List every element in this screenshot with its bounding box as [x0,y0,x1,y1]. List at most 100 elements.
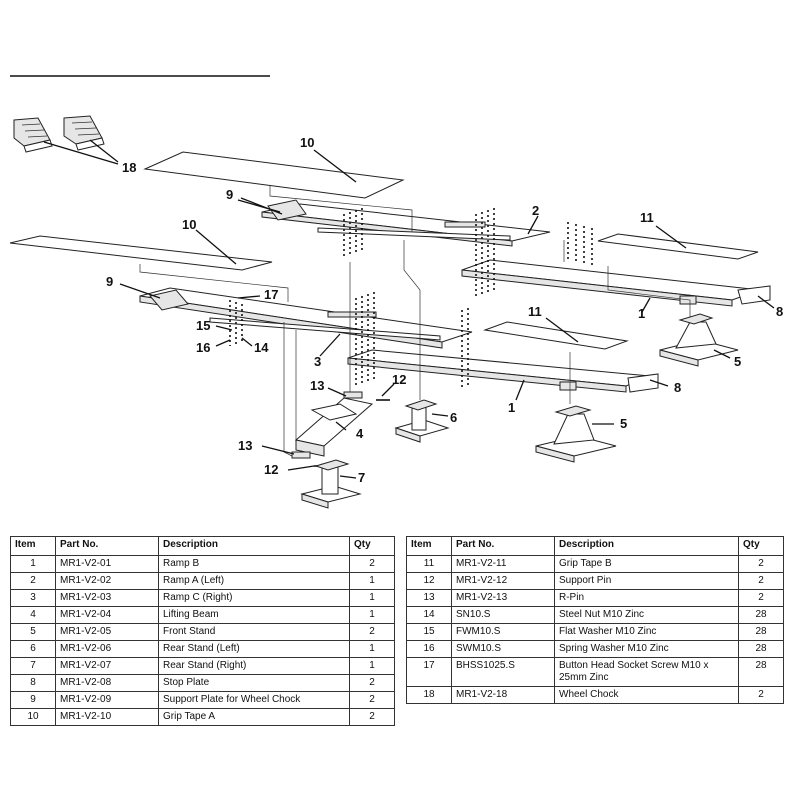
item-cell: 7 [10,657,56,675]
grip-tape-a-upper [143,151,405,199]
callout-10-lower: 10 [182,217,196,232]
callout-labels: 18 10 9 2 11 10 9 17 1 8 11 15 16 14 5 3… [106,135,783,485]
ramp-b-lower [347,349,659,393]
ramp-b-upper [461,259,771,307]
description-cell: R-Pin [554,589,739,607]
description-cell: Rear Stand (Left) [158,640,350,658]
callout-15: 15 [196,318,210,333]
item-cell: 4 [10,606,56,624]
callout-18: 18 [122,160,136,175]
part-no-cell: SWM10.S [451,640,555,658]
description-cell: Grip Tape A [158,708,350,726]
col-part-no-header: Part No. [55,536,159,556]
qty-cell: 2 [349,674,395,692]
ramp-c-right [139,287,473,349]
item-cell: 18 [406,686,452,704]
item-cell: 5 [10,623,56,641]
description-cell: Support Plate for Wheel Chock [158,691,350,709]
callout-13-upper: 13 [310,378,324,393]
callout-12-upper: 12 [392,372,406,387]
callout-5-upper: 5 [734,354,741,369]
description-cell: Flat Washer M10 Zinc [554,623,739,641]
item-cell: 6 [10,640,56,658]
table-header-row: Item Part No. Description Qty [406,536,784,556]
callout-8-upper: 8 [776,304,783,319]
qty-cell: 28 [738,640,784,658]
part-no-cell: MR1-V2-13 [451,589,555,607]
exploded-assembly-diagram: 18 10 9 2 11 10 9 17 1 8 11 15 16 14 5 3… [9,75,783,509]
qty-cell: 1 [349,606,395,624]
description-cell: Stop Plate [158,674,350,692]
callout-11-upper: 11 [640,210,654,225]
description-cell: Steel Nut M10 Zinc [554,606,739,624]
col-part-no-header: Part No. [451,536,555,556]
callout-13-lower: 13 [238,438,252,453]
part-no-cell: BHSS1025.S [451,657,555,687]
item-cell: 16 [406,640,452,658]
item-cell: 13 [406,589,452,607]
callout-5-lower: 5 [620,416,627,431]
qty-cell: 28 [738,606,784,624]
qty-cell: 2 [738,572,784,590]
callout-12-lower: 12 [264,462,278,477]
qty-cell: 1 [349,572,395,590]
r-pin-upper [343,391,363,399]
description-cell: Button Head Socket Screw M10 x 25mm Zinc [554,657,739,687]
qty-cell: 28 [738,623,784,641]
wheel-chock-left [13,117,53,153]
grip-tape-b-lower [483,321,629,350]
part-no-cell: MR1-V2-04 [55,606,159,624]
part-no-cell: MR1-V2-03 [55,589,159,607]
lifting-beam [294,397,374,457]
item-cell: 10 [10,708,56,726]
callout-6: 6 [450,410,457,425]
part-no-cell: MR1-V2-09 [55,691,159,709]
rear-stand-left [394,399,450,443]
part-no-cell: MR1-V2-18 [451,686,555,704]
part-no-cell: MR1-V2-06 [55,640,159,658]
qty-cell: 1 [349,640,395,658]
part-no-cell: MR1-V2-07 [55,657,159,675]
description-cell: Grip Tape B [554,555,739,573]
item-cell: 3 [10,589,56,607]
part-no-cell: MR1-V2-02 [55,572,159,590]
item-cell: 1 [10,555,56,573]
col-qty-header: Qty [349,536,395,556]
part-no-cell: MR1-V2-10 [55,708,159,726]
callout-9-upper: 9 [226,187,233,202]
item-cell: 9 [10,691,56,709]
col-item-header: Item [406,536,452,556]
rear-stand-right [300,459,362,509]
description-cell: Support Pin [554,572,739,590]
callout-10-upper: 10 [300,135,314,150]
bolt-set [229,208,593,390]
col-qty-header: Qty [738,536,784,556]
qty-cell: 2 [349,623,395,641]
item-cell: 8 [10,674,56,692]
description-cell: Spring Washer M10 Zinc [554,640,739,658]
item-cell: 11 [406,555,452,573]
wheel-chock-right [63,115,105,151]
r-pin-lower [291,451,311,459]
table-header-row: Item Part No. Description Qty [10,536,395,556]
col-description-header: Description [554,536,739,556]
description-cell: Ramp C (Right) [158,589,350,607]
callout-1-upper: 1 [638,306,645,321]
grip-tape-b-upper [597,233,759,260]
callout-14: 14 [254,340,269,355]
part-no-cell: MR1-V2-11 [451,555,555,573]
description-cell: Front Stand [158,623,350,641]
col-description-header: Description [158,536,350,556]
part-no-cell: SN10.S [451,606,555,624]
